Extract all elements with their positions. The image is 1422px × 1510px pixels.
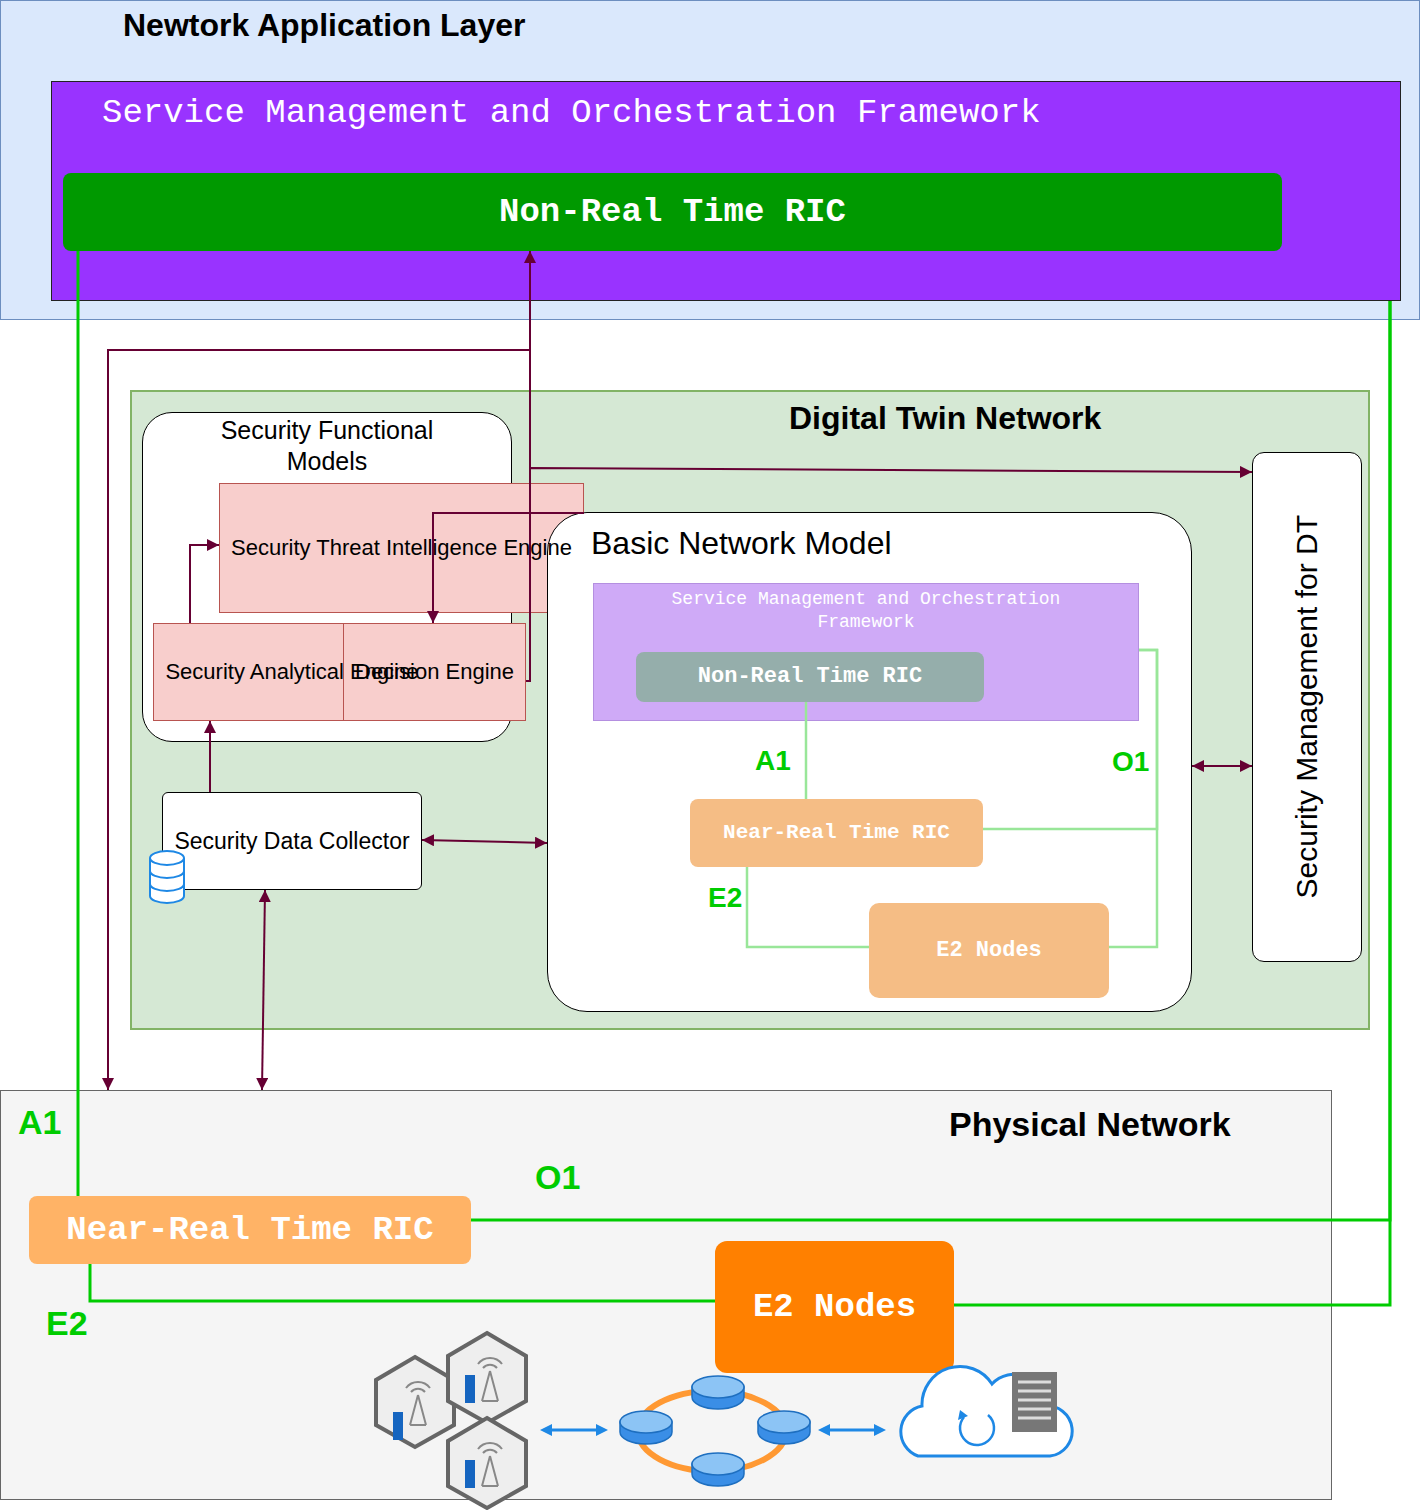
interface-label: E2 [46, 1304, 88, 1343]
node-label: E2 Nodes [930, 937, 1048, 965]
node-label: Physical Network [949, 1103, 1331, 1146]
database-icon [150, 851, 184, 903]
interface-label: A1 [18, 1103, 61, 1142]
node-label: Near-Real Time RIC [60, 1209, 439, 1252]
node-label: Service Management and Orchestration Fra… [102, 92, 1400, 135]
node-label: Non-Real Time RIC [493, 191, 852, 234]
layer-band: Newtork Application LayerService Managem… [0, 0, 1420, 320]
connector [209, 721, 211, 792]
framework-panel: Service Management and Orchestration Fra… [51, 81, 1401, 301]
interface-label: A1 [755, 745, 791, 777]
node-label: E2 Nodes [747, 1286, 922, 1329]
node-label: Digital Twin Network [789, 398, 1368, 438]
interface-label: O1 [1112, 746, 1149, 778]
model-group: Security Functional ModelsSecurity Threa… [142, 412, 512, 742]
collector-box: Security Data Collector [162, 792, 422, 890]
twin-region: Digital Twin Network Security Functional … [130, 390, 1370, 1030]
e2-box: E2 Nodes [869, 903, 1109, 998]
connector [805, 702, 808, 799]
node-label: Newtork Application Layer [123, 5, 1419, 45]
interface-label: E2 [708, 882, 742, 914]
framework-panel: Service Management and Orchestration Fra… [593, 583, 1139, 721]
node-label: Near-Real Time RIC [717, 820, 956, 846]
node-label: Decision Engine [349, 658, 520, 686]
ric-box: Near-Real Time RIC [29, 1196, 471, 1264]
node-label: Security Management for DT [1288, 515, 1326, 898]
model-group: Basic Network ModelService Management an… [547, 512, 1192, 1012]
node-label: Basic Network Model [591, 523, 1191, 563]
ric-box: Near-Real Time RIC [690, 799, 983, 867]
node-label: Security Functional Models [177, 415, 477, 478]
node-label: Security Threat Intelligence Engine [225, 534, 578, 562]
node-label: Service Management and Orchestration Fra… [626, 588, 1106, 633]
management-box: Security Management for DT [1252, 452, 1362, 962]
e2-box: E2 Nodes [715, 1241, 954, 1373]
node-label: Non-Real Time RIC [692, 663, 928, 691]
connector [77, 251, 80, 1196]
node-label: Security Data Collector [168, 827, 415, 856]
engine-box: Decision Engine [343, 623, 526, 721]
connector [1192, 765, 1252, 767]
ric-box: Non-Real Time RIC [636, 652, 984, 702]
interface-label: O1 [535, 1158, 580, 1197]
ric-box: Non-Real Time RIC [63, 173, 1282, 251]
